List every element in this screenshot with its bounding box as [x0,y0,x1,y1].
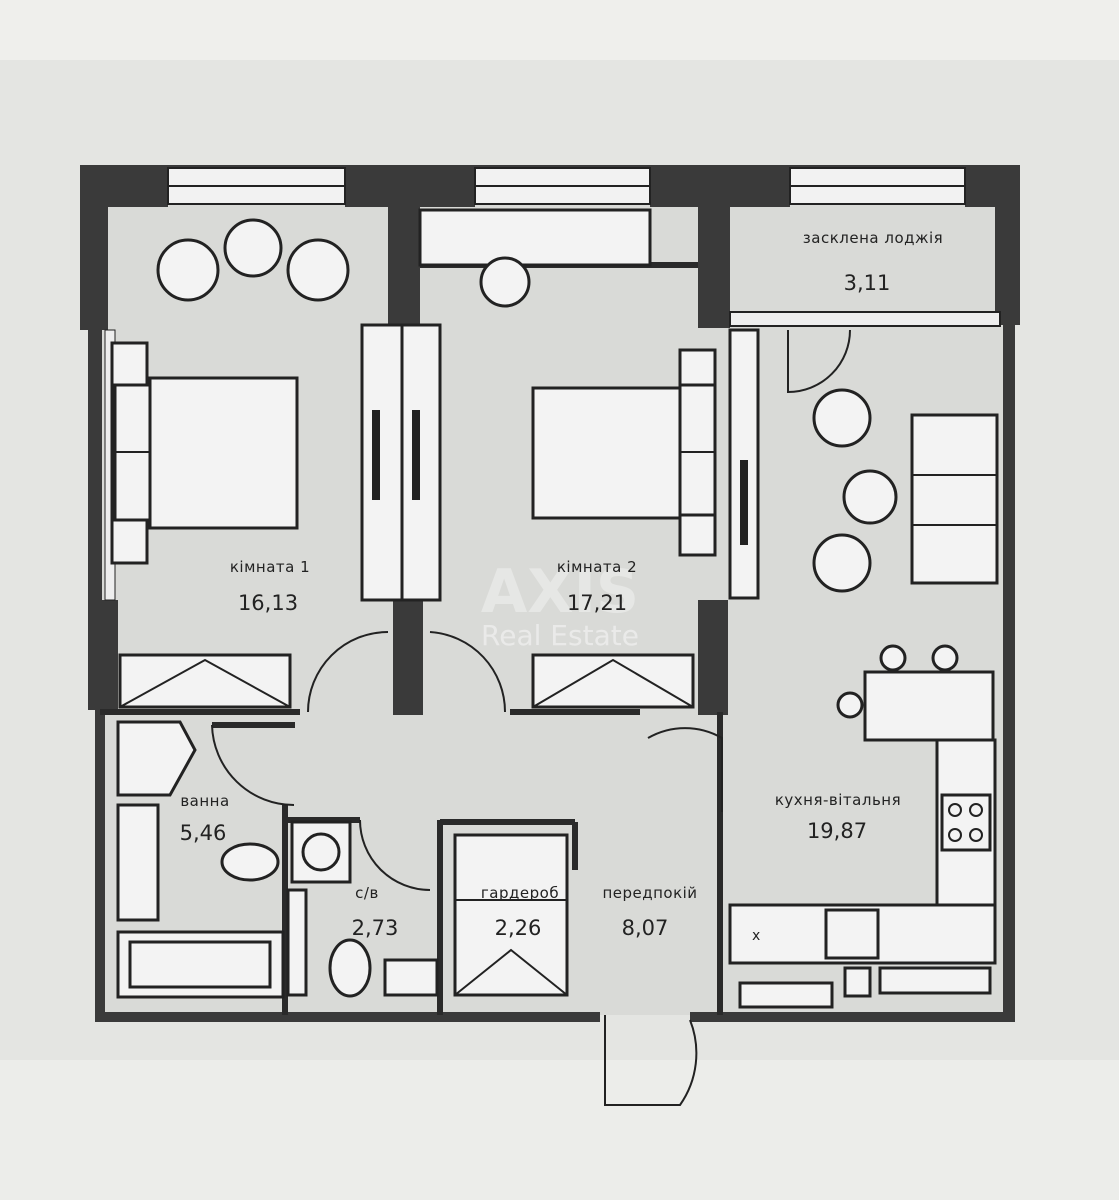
top-band [0,0,1119,60]
bathroom-furniture [116,720,439,999]
room-name-loggia: засклена лоджія [803,229,943,247]
kitchen-living-furniture: x [647,329,999,1009]
room-area-loggia: 3,11 [844,271,891,295]
room-name-wardrobe: гардероб [481,884,559,902]
room1-furniture [110,218,350,565]
room-name-kitchen: кухня-вітальня [775,791,901,809]
watermark-brand: AXIS [481,557,639,627]
watermark: AXIS Real Estate [481,557,639,652]
room-name-room2: кімната 2 [557,558,637,576]
room-area-room1: 16,13 [238,591,298,615]
wardrobes [118,323,760,997]
room-name-wc: с/в [355,884,379,902]
room-area-wardrobe: 2,26 [495,916,542,940]
room-area-bath: 5,46 [180,821,227,845]
watermark-sub: Real Estate [481,619,639,652]
interior-walls [100,183,1001,1015]
room-area-hall: 8,07 [622,916,669,940]
bottom-band [0,1060,1119,1200]
room-area-wc: 2,73 [352,916,399,940]
room-name-room1: кімната 1 [230,558,310,576]
room-name-hall: передпокій [602,884,697,902]
svg-text:x: x [752,928,760,944]
windows [104,167,966,601]
room-labels: засклена лоджія 3,11 кімната 1 16,13 кім… [180,229,943,940]
room2-furniture [418,208,717,557]
doors [307,631,698,1106]
room-name-bath: ванна [180,792,229,810]
room-area-kitchen: 19,87 [807,819,867,843]
room-area-room2: 17,21 [567,591,627,615]
